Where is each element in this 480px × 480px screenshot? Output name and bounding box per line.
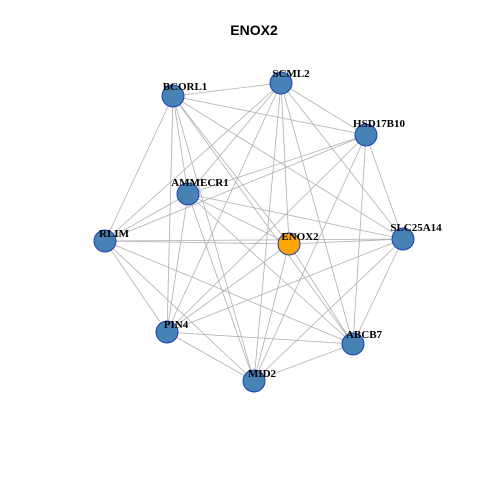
- edge-pin4-enox2: [166, 243, 290, 333]
- node-circle-hsd17b10: [354, 123, 378, 147]
- node-abcb7: ABCB7: [341, 329, 383, 356]
- node-label-enox2: ENOX2: [281, 231, 319, 243]
- edge-scml2-slc25a14: [280, 82, 404, 240]
- edge-bcorl1-enox2: [172, 95, 290, 245]
- node-label-abcb7: ABCB7: [346, 329, 383, 341]
- edges-layer: [104, 82, 404, 382]
- node-ammecr1: AMMECR1: [171, 177, 229, 206]
- edge-rlim-enox2: [104, 240, 290, 245]
- node-scml2: SCML2: [269, 68, 310, 95]
- edge-ammecr1-mid2: [187, 193, 255, 382]
- edge-scml2-ammecr1: [187, 82, 282, 195]
- edge-slc25a14-abcb7: [352, 238, 404, 345]
- edge-ammecr1-slc25a14: [187, 193, 404, 240]
- node-label-slc25a14: SLC25A14: [390, 222, 442, 234]
- node-pin4: PIN4: [155, 319, 189, 344]
- edge-bcorl1-slc25a14: [172, 95, 404, 240]
- node-circle-pin4: [155, 320, 179, 344]
- node-enox2: ENOX2: [277, 231, 319, 256]
- diagram-title: ENOX2: [230, 22, 278, 38]
- edge-slc25a14-mid2: [253, 238, 404, 382]
- node-label-pin4: PIN4: [164, 319, 189, 331]
- edge-bcorl1-ammecr1: [172, 95, 189, 195]
- edge-slc25a14-pin4: [166, 238, 404, 333]
- node-circle-slc25a14: [391, 227, 415, 251]
- edge-ammecr1-pin4: [166, 193, 189, 333]
- node-label-ammecr1: AMMECR1: [171, 177, 228, 189]
- node-bcorl1: BCORL1: [161, 81, 208, 108]
- edge-slc25a14-enox2: [288, 238, 404, 245]
- edge-pin4-abcb7: [166, 331, 354, 345]
- edge-scml2-hsd17b10: [280, 82, 367, 136]
- edge-hsd17b10-mid2: [253, 134, 367, 382]
- edge-bcorl1-pin4: [166, 95, 174, 333]
- node-circle-enox2: [277, 232, 301, 256]
- node-mid2: MID2: [242, 368, 277, 393]
- edge-rlim-mid2: [104, 240, 255, 382]
- edge-hsd17b10-ammecr1: [187, 134, 367, 195]
- edge-abcb7-enox2: [288, 243, 354, 345]
- node-circle-abcb7: [341, 332, 365, 356]
- edge-scml2-bcorl1: [172, 82, 282, 97]
- edge-scml2-pin4: [166, 82, 282, 333]
- node-label-mid2: MID2: [248, 368, 277, 380]
- edge-pin4-mid2: [166, 331, 255, 382]
- node-circle-ammecr1: [176, 182, 200, 206]
- node-label-bcorl1: BCORL1: [163, 81, 208, 93]
- edge-scml2-enox2: [280, 82, 290, 245]
- node-circle-bcorl1: [161, 84, 185, 108]
- node-label-hsd17b10: HSD17B10: [353, 118, 405, 130]
- edge-bcorl1-abcb7: [172, 95, 354, 345]
- edge-rlim-slc25a14: [104, 238, 404, 242]
- edge-hsd17b10-pin4: [166, 134, 367, 333]
- edge-rlim-pin4: [104, 240, 168, 333]
- edge-abcb7-mid2: [253, 343, 354, 382]
- node-label-scml2: SCML2: [272, 68, 310, 80]
- edge-scml2-rlim: [104, 82, 282, 242]
- edge-bcorl1-hsd17b10: [172, 95, 367, 136]
- node-hsd17b10: HSD17B10: [353, 118, 405, 147]
- node-rlim: RLIM: [93, 228, 130, 253]
- edge-ammecr1-rlim: [104, 193, 189, 242]
- edge-hsd17b10-rlim: [104, 134, 367, 242]
- edge-rlim-abcb7: [104, 240, 354, 345]
- edge-hsd17b10-slc25a14: [365, 134, 404, 240]
- node-label-rlim: RLIM: [99, 228, 130, 240]
- node-circle-mid2: [242, 369, 266, 393]
- node-circle-rlim: [93, 229, 117, 253]
- edge-ammecr1-enox2: [187, 193, 290, 245]
- node-slc25a14: SLC25A14: [390, 222, 442, 251]
- edge-scml2-abcb7: [280, 82, 354, 345]
- edge-bcorl1-mid2: [172, 95, 255, 382]
- edge-mid2-enox2: [253, 243, 290, 382]
- edge-bcorl1-rlim: [104, 95, 174, 242]
- edge-ammecr1-abcb7: [187, 193, 354, 345]
- node-circle-scml2: [269, 71, 293, 95]
